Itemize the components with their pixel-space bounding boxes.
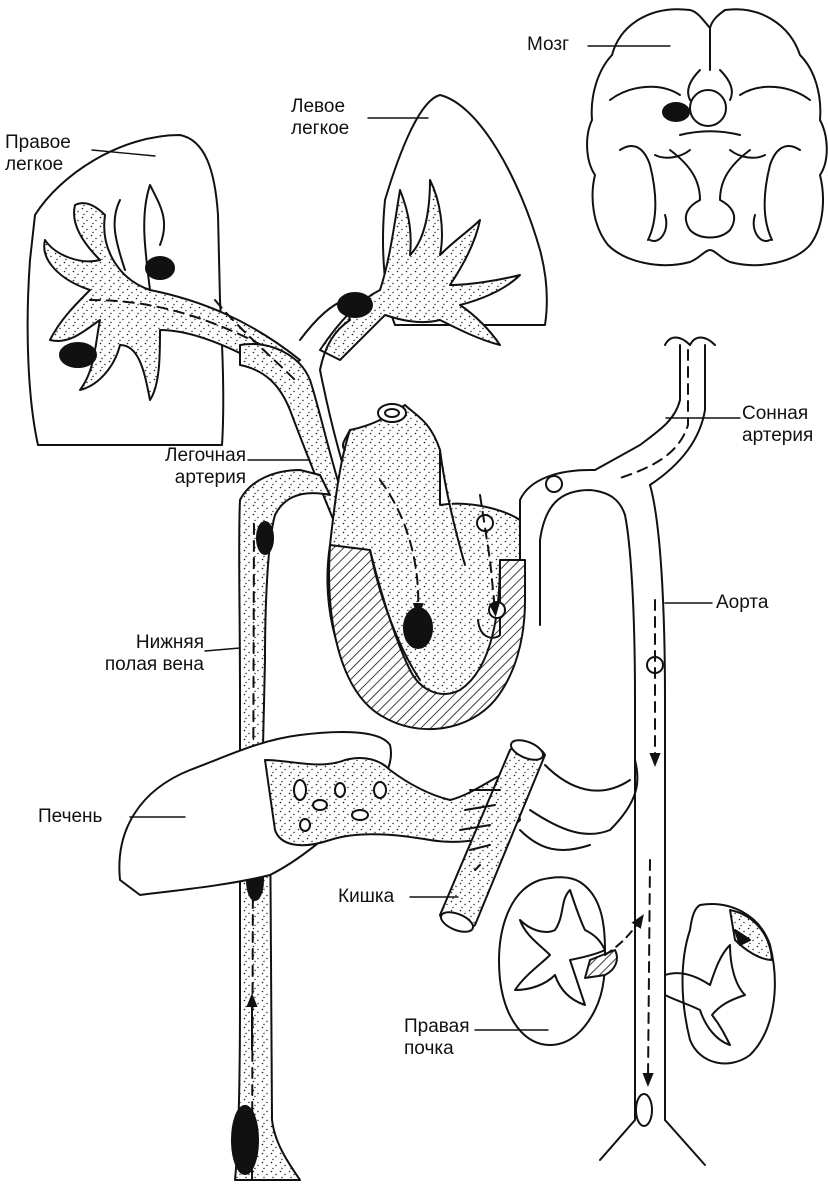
right-kidney-label-line1: Правая: [404, 1016, 470, 1038]
aorta-label-text: Аорта: [716, 592, 768, 614]
left-lung-label-line2: легкое: [291, 118, 349, 140]
right-kidney-label: Правая почка: [404, 1016, 470, 1060]
vena-cava-label-line1: Нижняя: [70, 632, 204, 654]
vena-cava-label-line2: полая вена: [70, 654, 204, 676]
pulmonary-artery-label-line2: артерия: [150, 467, 246, 489]
left-lung-label: Левое легкое: [291, 96, 349, 140]
left-kidney-shape: [665, 904, 775, 1063]
intestine-label-text: Кишка: [338, 886, 394, 908]
carotid-artery-label-line2: артерия: [742, 425, 813, 447]
vena-cava-label: Нижняя полая вена: [70, 632, 204, 676]
left-lung-shape: [320, 95, 547, 360]
right-kidney-label-line2: почка: [404, 1038, 470, 1060]
right-lung-shape: [28, 135, 300, 445]
brain-shape: [587, 9, 827, 265]
brain-label-text: Мозг: [527, 34, 569, 56]
pulmonary-artery-label: Легочная артерия: [150, 445, 246, 489]
intestine-label: Кишка: [338, 886, 394, 908]
aorta-label: Аорта: [716, 592, 768, 614]
left-lung-label-line1: Левое: [291, 96, 349, 118]
carotid-artery-label: Сонная артерия: [742, 403, 813, 447]
right-lung-label-line1: Правое: [5, 132, 71, 154]
right-lung-label: Правое легкое: [5, 132, 71, 176]
carotid-artery-label-line1: Сонная: [742, 403, 813, 425]
liver-label: Печень: [38, 806, 102, 828]
right-lung-label-line2: легкое: [5, 154, 71, 176]
pulmonary-artery-label-line1: Легочная: [150, 445, 246, 467]
brain-label: Мозг: [527, 34, 569, 56]
liver-label-text: Печень: [38, 806, 102, 828]
right-kidney-shape: [499, 877, 640, 1045]
heart-shape: [327, 404, 525, 729]
